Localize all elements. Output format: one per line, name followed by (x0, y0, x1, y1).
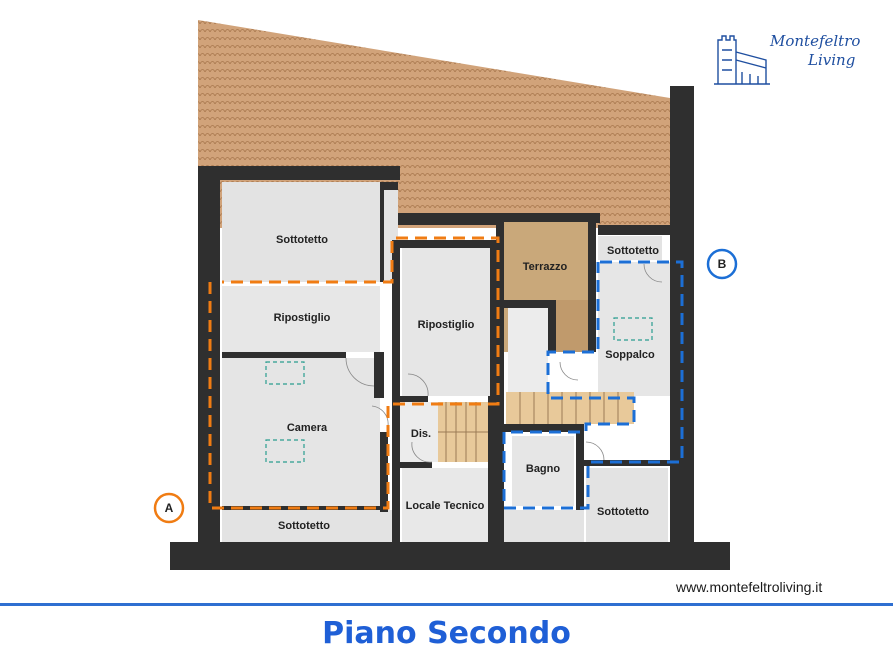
room-soppalco (598, 262, 670, 396)
castle-icon (714, 35, 770, 85)
room-ripostiglio-left (222, 286, 380, 352)
outer-walls (170, 86, 730, 570)
door-swings (345, 263, 663, 463)
room-sottotetto-bottom-left (222, 510, 396, 542)
label-ripostiglio-left: Ripostiglio (274, 312, 331, 324)
label-sottotetto-bottom-left: Sottotetto (278, 520, 330, 532)
label-bagno: Bagno (526, 463, 561, 475)
label-sottotetto-top-right: Sottotetto (607, 245, 659, 257)
marker-b-label: B (718, 257, 727, 271)
room-locale-tecnico (402, 468, 488, 542)
label-locale-tecnico: Locale Tecnico (406, 500, 485, 512)
label-soppalco: Soppalco (605, 349, 655, 361)
label-ripostiglio-center: Ripostiglio (418, 319, 475, 331)
orange-boundary (208, 236, 500, 510)
brand-name-line1: Montefeltro (770, 32, 861, 50)
brand-name-line2: Living (808, 51, 856, 69)
label-sottotetto-bottom-right: Sottotetto (597, 506, 649, 518)
interior-walls-right (496, 213, 670, 542)
label-dis: Dis. (411, 428, 431, 440)
room-dis (400, 402, 438, 462)
room-sottotetto-top-right (598, 236, 662, 260)
skylight-camera-bottom (265, 439, 305, 463)
interior-walls-left (222, 182, 400, 542)
label-sottotetto-top-left: Sottotetto (276, 234, 328, 246)
floor-title: Piano Secondo (322, 616, 571, 651)
skylight-soppalco (613, 317, 653, 341)
website-link[interactable]: www.montefeltroliving.it (676, 579, 823, 595)
brand-logo: Montefeltro Living (712, 30, 862, 90)
room-sottotetto-bottom-right (586, 468, 668, 542)
footer-divider (0, 603, 893, 606)
room-bagno (512, 436, 574, 506)
marker-b-circle (706, 248, 738, 280)
room-sottotetto-top-left (222, 182, 380, 282)
blue-boundary (502, 260, 684, 510)
marker-a-label: A (165, 501, 174, 515)
floor-plan: Sottotetto Ripostiglio Camera Sottotetto… (153, 20, 738, 570)
marker-a-circle (153, 492, 185, 524)
skylight-camera-top (265, 361, 305, 385)
label-terrazzo: Terrazzo (523, 261, 568, 273)
room-camera (222, 358, 380, 508)
label-camera: Camera (287, 422, 328, 434)
room-ripostiglio-center (402, 246, 490, 396)
skylights (265, 317, 653, 463)
